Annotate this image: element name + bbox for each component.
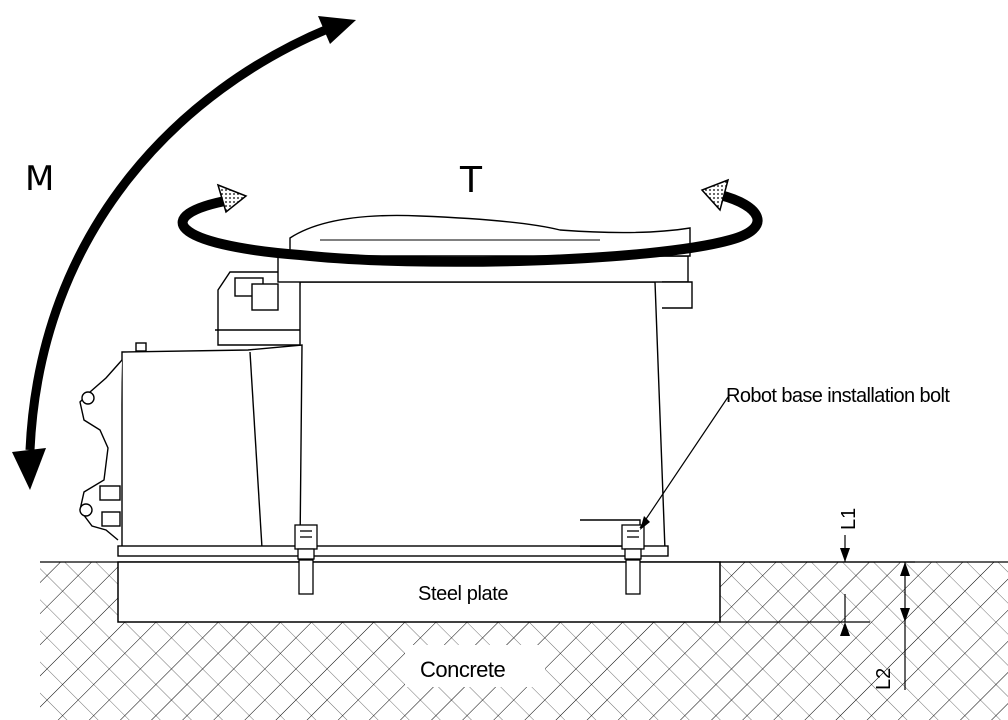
robot-base	[79, 214, 693, 557]
torque-arrowhead-right	[700, 178, 730, 212]
torque-rotation-arrow	[177, 178, 763, 267]
dimension-l1	[720, 535, 870, 636]
concrete-label-box	[405, 645, 545, 687]
bolt-label: Robot base installation bolt	[726, 385, 950, 407]
dimension-l1-label: L1	[838, 508, 860, 530]
bolt-leader-line	[639, 396, 729, 529]
torque-label: T	[459, 160, 483, 201]
dimension-l2-label: L2	[873, 668, 895, 690]
installation-bolt-right	[621, 524, 645, 595]
concrete-label: Concrete	[420, 657, 506, 682]
moment-arrowhead-top	[318, 16, 356, 44]
moment-arrowhead-bottom	[12, 448, 46, 490]
moment-label: M	[25, 159, 54, 199]
steel-plate-label: Steel plate	[418, 583, 508, 605]
moment-arc-arrow	[12, 16, 356, 490]
bolt-leader-arrow	[640, 516, 650, 530]
dimension-l2	[870, 561, 915, 690]
steel-plate	[117, 561, 721, 623]
installation-bolt-left	[294, 524, 318, 595]
torque-arrowhead-left	[216, 183, 248, 214]
